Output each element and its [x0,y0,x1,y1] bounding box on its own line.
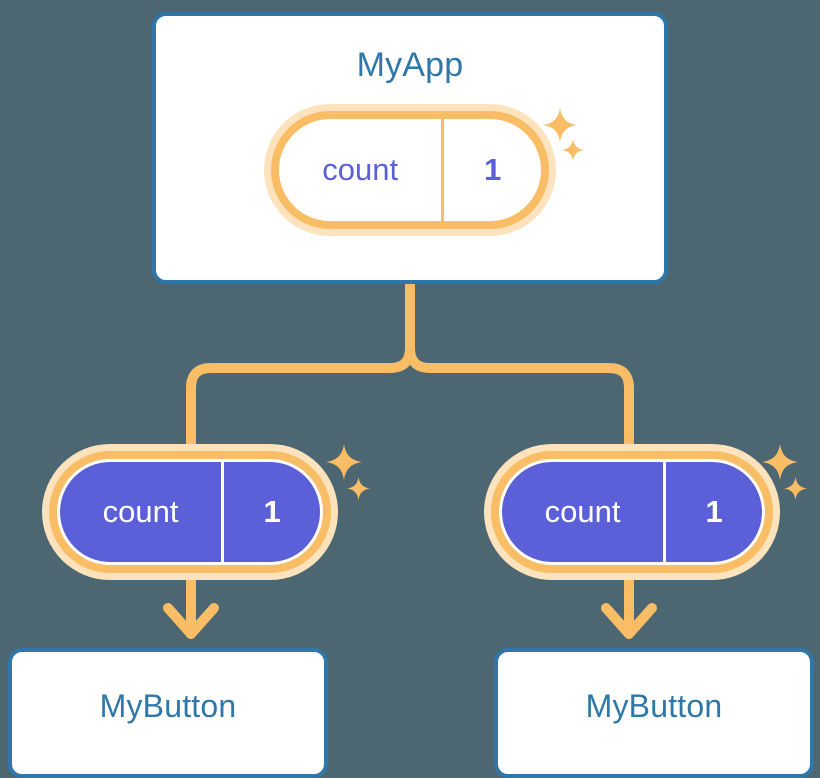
state-key-label: count [322,152,399,187]
connector-branch-left [186,343,415,457]
sparkle-four-point-small-icon [784,477,807,500]
state-pill-body: count 1 [279,119,541,221]
state-value-label: 1 [441,119,541,221]
connector-branch-right [405,343,634,457]
component-card-mybutton-right[interactable]: MyButton [494,648,814,778]
card-title-mybutton-left: MyButton [99,688,237,724]
state-key-label: count [544,494,621,529]
state-value-label: 1 [663,462,762,562]
sparkle-four-point-small-icon [347,477,370,500]
state-key-label: count [102,494,179,529]
state-pill-mybutton-right[interactable]: count 1 [484,444,780,580]
arrow-head-right [601,603,657,639]
card-title-myapp: MyApp [356,46,464,84]
state-pill-body: count 1 [57,459,323,565]
component-card-mybutton-left[interactable]: MyButton [8,648,328,778]
state-pill-body: count 1 [499,459,765,565]
card-title-mybutton-right: MyButton [585,688,723,724]
state-pill-mybutton-left[interactable]: count 1 [42,444,338,580]
state-value-label: 1 [221,462,320,562]
state-pill-myapp[interactable]: count 1 [264,104,556,236]
arrow-head-left [163,603,219,639]
